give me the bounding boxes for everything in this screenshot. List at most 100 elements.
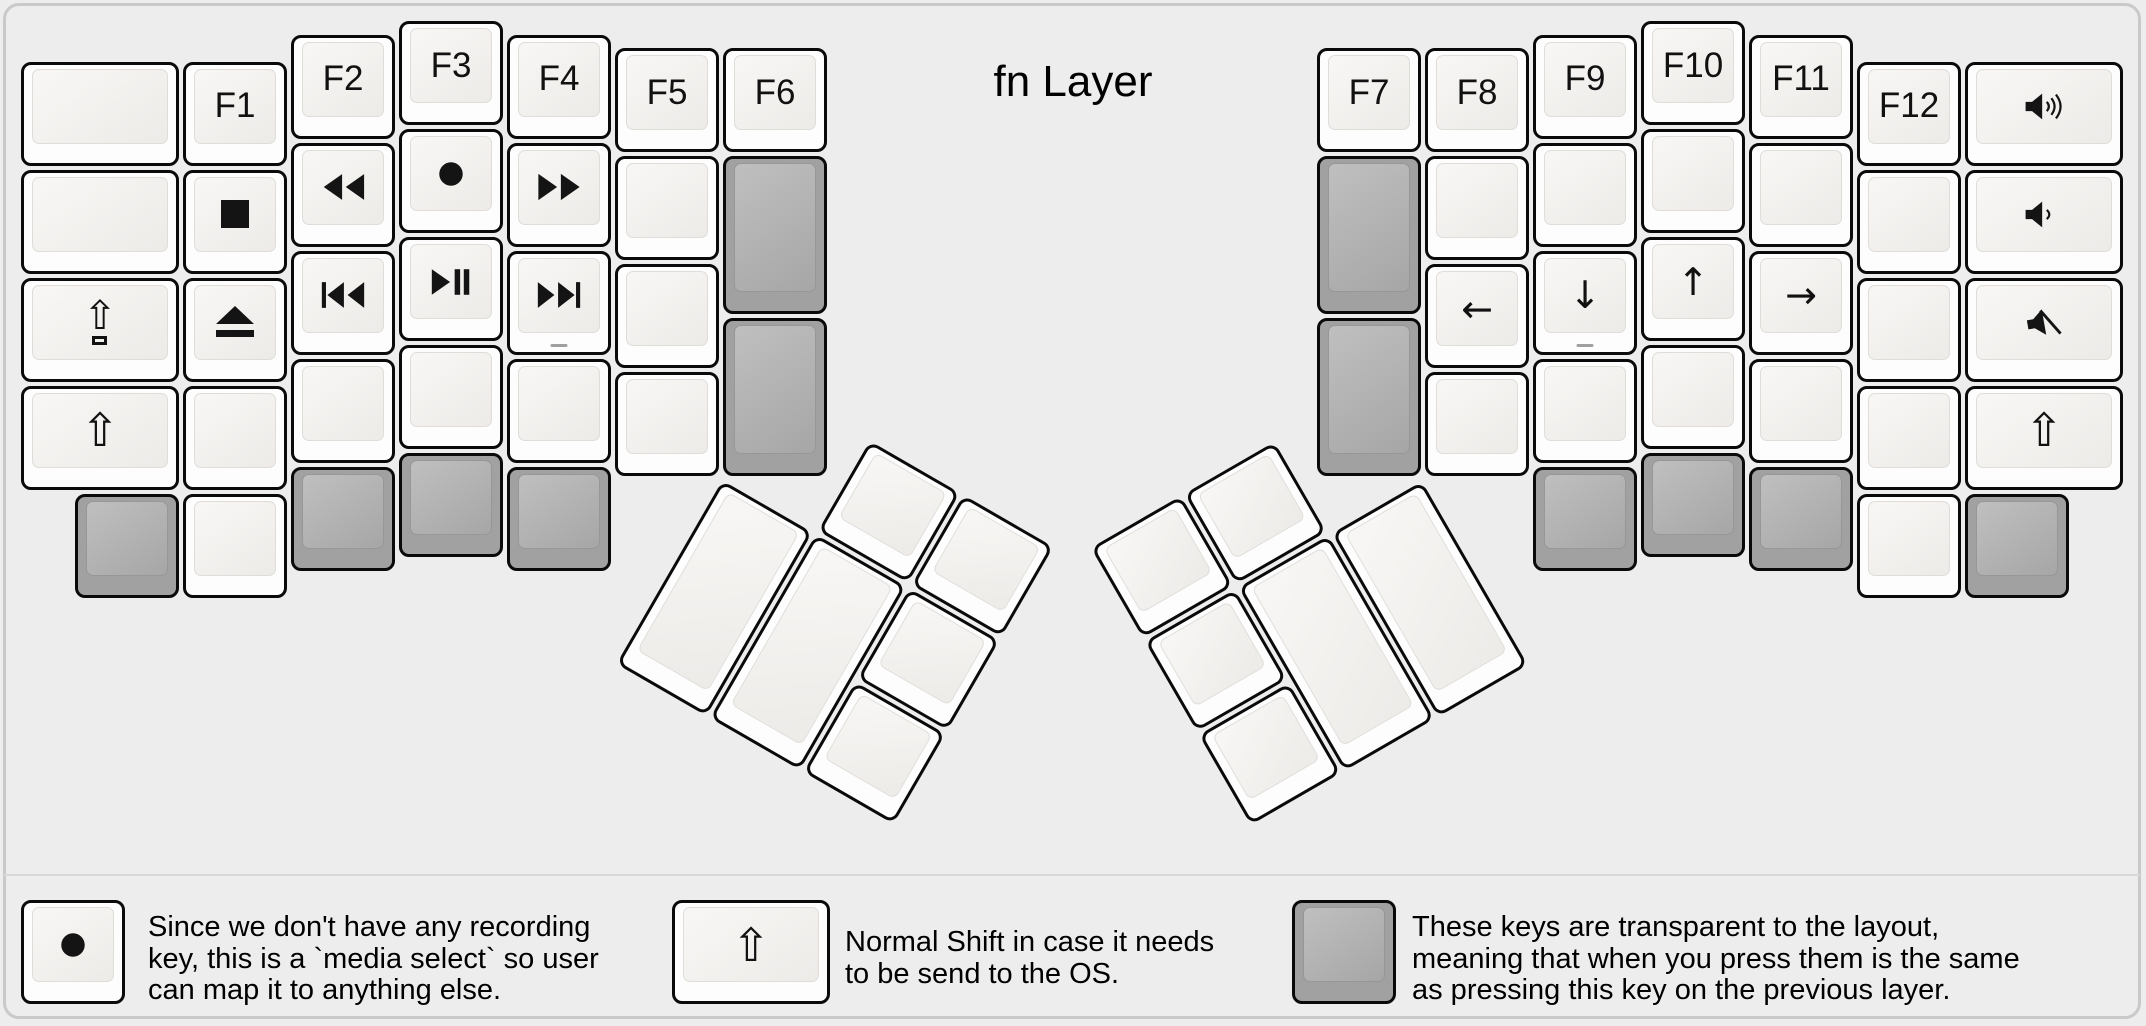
keycap-top bbox=[1652, 136, 1734, 211]
key-f7: F7 bbox=[1317, 48, 1421, 152]
keycap-top bbox=[32, 907, 114, 982]
legend-key-transparent bbox=[1292, 900, 1396, 1004]
legend-text-line: can map it to anything else. bbox=[148, 974, 502, 1006]
rewind-icon bbox=[323, 174, 365, 200]
key-f2: F2 bbox=[291, 34, 395, 139]
keycap-top bbox=[626, 163, 708, 238]
legend-key-record bbox=[21, 900, 125, 1004]
keycap-top: ← bbox=[1436, 271, 1518, 346]
key-shift-icon: ⇧ bbox=[80, 403, 120, 457]
key-mute bbox=[1965, 277, 2123, 382]
key-transparent bbox=[723, 318, 827, 476]
keycap-top bbox=[194, 500, 276, 576]
key-label: F8 bbox=[1456, 72, 1498, 112]
key-label: F12 bbox=[1878, 86, 1940, 125]
key-prev-track bbox=[291, 250, 395, 355]
key-blank bbox=[1857, 493, 1961, 598]
key-rewind bbox=[291, 142, 395, 247]
key-label: F2 bbox=[322, 59, 364, 98]
key-blank bbox=[615, 156, 719, 260]
keycap-top: F8 bbox=[1436, 55, 1518, 130]
key-blank bbox=[1425, 372, 1529, 476]
keycap-top bbox=[302, 473, 384, 549]
keycap-top bbox=[302, 257, 384, 333]
key-label: F3 bbox=[430, 45, 472, 85]
key-transparent bbox=[1965, 493, 2069, 598]
keycap-top: F3 bbox=[410, 28, 492, 103]
key-play-pause bbox=[399, 237, 503, 341]
play-pause-icon bbox=[431, 268, 470, 295]
key-blank bbox=[1857, 169, 1961, 274]
keycap-top bbox=[1436, 379, 1518, 454]
keycap-top bbox=[1976, 68, 2112, 144]
key-f4: F4 bbox=[507, 34, 611, 139]
keycap-top bbox=[734, 163, 816, 292]
keycap-top bbox=[1868, 176, 1950, 252]
key-blank bbox=[615, 264, 719, 368]
key-f11: F11 bbox=[1749, 34, 1853, 139]
key-right-arrow-icon: → bbox=[1785, 273, 1817, 317]
key-label: F1 bbox=[214, 86, 256, 125]
key-f8: F8 bbox=[1425, 48, 1529, 152]
key-f5: F5 bbox=[615, 48, 719, 152]
key-f1: F1 bbox=[183, 61, 287, 166]
legend-text-3: These keys are transparent to the layout… bbox=[1412, 911, 2020, 1007]
key-transparent bbox=[1533, 466, 1637, 571]
key-blank bbox=[183, 493, 287, 598]
key-blank bbox=[1857, 277, 1961, 382]
record-icon bbox=[439, 161, 463, 186]
keycap-top: ↑ bbox=[1652, 244, 1734, 319]
key-transparent bbox=[291, 466, 395, 571]
key-fast-forward bbox=[507, 142, 611, 247]
keycap-top bbox=[1544, 365, 1626, 441]
keycap-top: F10 bbox=[1652, 28, 1734, 103]
key-transparent bbox=[1749, 466, 1853, 571]
fast-forward-icon bbox=[538, 173, 580, 201]
key-shift-icon: ⇧ bbox=[2024, 403, 2064, 457]
record-icon bbox=[61, 932, 85, 957]
legend-text-line: key, this is a `media select` so user bbox=[148, 942, 599, 975]
keycap-top: ⇧ bbox=[1976, 392, 2112, 468]
key-f12: F12 bbox=[1857, 61, 1961, 166]
key-record bbox=[399, 129, 503, 233]
keycap-top bbox=[302, 149, 384, 225]
key-blank bbox=[1425, 156, 1529, 260]
next-track-icon bbox=[537, 282, 581, 308]
keycap-top bbox=[1328, 163, 1410, 292]
keycap-top bbox=[518, 473, 600, 549]
keycap-top bbox=[410, 244, 492, 319]
keycap-top bbox=[194, 284, 276, 360]
legend-key-shift-icon: ⇧ bbox=[731, 917, 771, 972]
keycap-top: F1 bbox=[194, 68, 276, 144]
keycap-top: ⇧ bbox=[32, 284, 168, 360]
keycap-top bbox=[1760, 473, 1842, 549]
key-f3: F3 bbox=[399, 21, 503, 125]
homing-bar bbox=[1576, 343, 1594, 347]
keycap-top bbox=[1652, 352, 1734, 427]
key-blank bbox=[615, 372, 719, 476]
keycap-top: F5 bbox=[626, 55, 708, 130]
key-transparent bbox=[1317, 156, 1421, 314]
keycap-top: F12 bbox=[1868, 68, 1950, 144]
keycap-top bbox=[1976, 500, 2058, 576]
key-blank bbox=[1857, 385, 1961, 490]
key-volume-down bbox=[1965, 169, 2123, 274]
key-down-arrow-icon: ↓ bbox=[1569, 273, 1601, 317]
keycap-top: F6 bbox=[734, 55, 816, 130]
keycap-top bbox=[194, 392, 276, 468]
legend-text-line: as pressing this key on the previous lay… bbox=[1412, 974, 1951, 1006]
key-blank bbox=[291, 358, 395, 463]
keycap-top: ⇧ bbox=[683, 907, 819, 982]
keycap-top bbox=[518, 149, 600, 225]
keycap-top bbox=[1103, 507, 1213, 614]
key-blank bbox=[21, 61, 179, 166]
key-eject bbox=[183, 277, 287, 382]
keycap-top bbox=[1760, 149, 1842, 225]
legend-text-line: to be send to the OS. bbox=[845, 957, 1120, 990]
key-right-arrow: → bbox=[1749, 250, 1853, 355]
keycap-top: F7 bbox=[1328, 55, 1410, 130]
keycap-top bbox=[1436, 163, 1518, 238]
keycap-top bbox=[410, 352, 492, 427]
keycap-top bbox=[1544, 473, 1626, 549]
key-caps-lock: ⇧ bbox=[21, 277, 179, 382]
